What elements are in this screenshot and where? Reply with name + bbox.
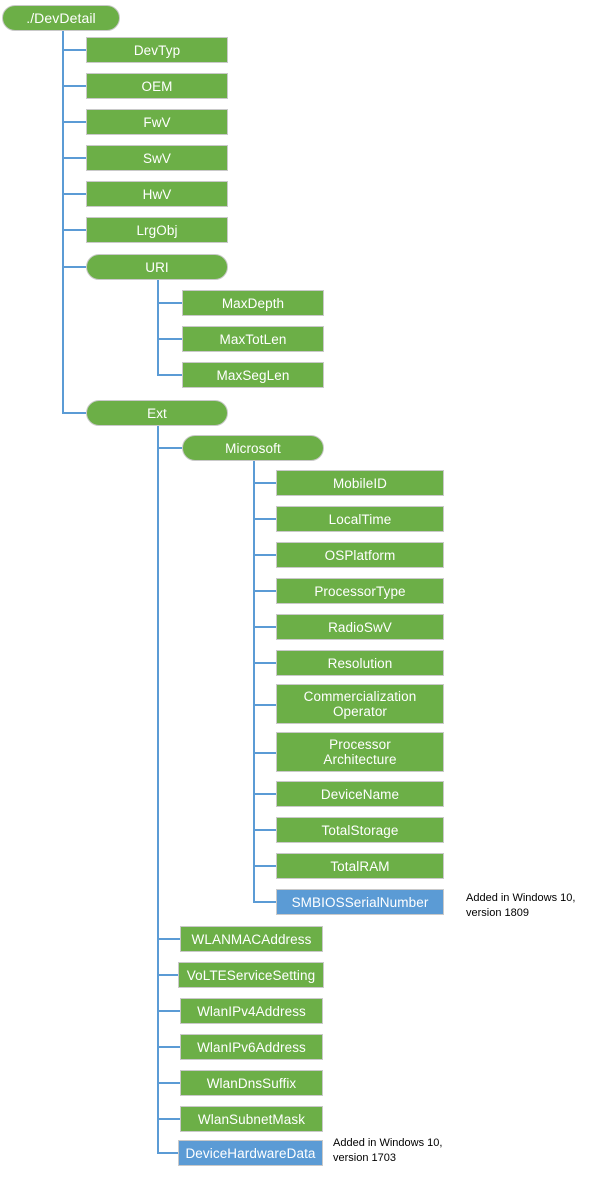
node-localtime[interactable]: LocalTime (276, 506, 444, 532)
node-devtyp[interactable]: DevTyp (86, 37, 228, 63)
connector-resolution (253, 662, 276, 664)
connector-uri (62, 266, 86, 268)
node-lrgobj[interactable]: LrgObj (86, 217, 228, 243)
node-processortype[interactable]: ProcessorType (276, 578, 444, 604)
connector-swv (62, 157, 86, 159)
node-wlandnssuffix[interactable]: WlanDnsSuffix (180, 1070, 323, 1096)
node-fwv[interactable]: FwV (86, 109, 228, 135)
connector-processortype (253, 590, 276, 592)
connector-root-trunk (62, 31, 64, 413)
node-smbiosserialnumber[interactable]: SMBIOSSerialNumber (276, 889, 444, 915)
node-uri[interactable]: URI (86, 254, 228, 280)
connector-maxseglen (157, 374, 182, 376)
node-totalram[interactable]: TotalRAM (276, 853, 444, 879)
connector-voltes`ervicesetting (157, 974, 178, 976)
node-swv[interactable]: SwV (86, 145, 228, 171)
node-devicehardwaredata[interactable]: DeviceHardwareData (178, 1140, 323, 1166)
connector-osplatform (253, 554, 276, 556)
connector-wlanmacaddress (157, 938, 180, 940)
connector-devtyp (62, 49, 86, 51)
connector-microsoft (157, 447, 182, 449)
connector-wlandnssuffix (157, 1082, 180, 1084)
node-wlansubnetmask[interactable]: WlanSubnetMask (180, 1106, 323, 1132)
node-osplatform[interactable]: OSPlatform (276, 542, 444, 568)
annotation-smbiosserialnumber: Added in Windows 10, version 1809 (466, 892, 576, 919)
connector-processorarchitecture (253, 752, 276, 754)
node-resolution[interactable]: Resolution (276, 650, 444, 676)
node-processorarchitecture[interactable]: Processor Architecture (276, 732, 444, 772)
connector-oem (62, 85, 86, 87)
connector-ext-trunk (157, 426, 159, 1153)
node-voltesservicesetting[interactable]: VoLTEServiceSetting (178, 962, 324, 988)
connector-fwv (62, 121, 86, 123)
connector-radioswv (253, 626, 276, 628)
connector-hwv (62, 193, 86, 195)
connector-maxtotlen (157, 338, 182, 340)
node-oem[interactable]: OEM (86, 73, 228, 99)
connector-wlanipv4address (157, 1010, 180, 1012)
node-commercializationoperator[interactable]: Commercialization Operator (276, 684, 444, 724)
connector-commercializationoperator (253, 704, 276, 706)
connector-microsoft-trunk (253, 461, 255, 901)
connector-maxdepth (157, 302, 182, 304)
node-maxseglen[interactable]: MaxSegLen (182, 362, 324, 388)
node-hwv[interactable]: HwV (86, 181, 228, 207)
connector-wlanipv6address (157, 1046, 180, 1048)
node-wlanipv4address[interactable]: WlanIPv4Address (180, 998, 323, 1024)
annotation-devicehardwaredata: Added in Windows 10, version 1703 (333, 1137, 443, 1164)
node-microsoft[interactable]: Microsoft (182, 435, 324, 461)
connector-devicename (253, 793, 276, 795)
node-totalstorage[interactable]: TotalStorage (276, 817, 444, 843)
node-wlanipv6address[interactable]: WlanIPv6Address (180, 1034, 323, 1060)
node-maxtotlen[interactable]: MaxTotLen (182, 326, 324, 352)
node-devicename[interactable]: DeviceName (276, 781, 444, 807)
node-mobileid[interactable]: MobileID (276, 470, 444, 496)
connector-lrgobj (62, 229, 86, 231)
node-maxdepth[interactable]: MaxDepth (182, 290, 324, 316)
connector-totalstorage (253, 829, 276, 831)
connector-localtime (253, 518, 276, 520)
connector-smbiosserialnumber (253, 901, 276, 903)
node-radioswv[interactable]: RadioSwV (276, 614, 444, 640)
connector-wlansubnetmask (157, 1118, 180, 1120)
node-wlanmacaddress[interactable]: WLANMACAddress (180, 926, 323, 952)
connector-totalram (253, 865, 276, 867)
connector-devicehardwaredata (157, 1152, 178, 1154)
connector-mobileid (253, 482, 276, 484)
connector-uri-trunk (157, 280, 159, 374)
connector-ext (62, 412, 86, 414)
node-ext[interactable]: Ext (86, 400, 228, 426)
node-dev-detail-root[interactable]: ./DevDetail (2, 5, 120, 31)
